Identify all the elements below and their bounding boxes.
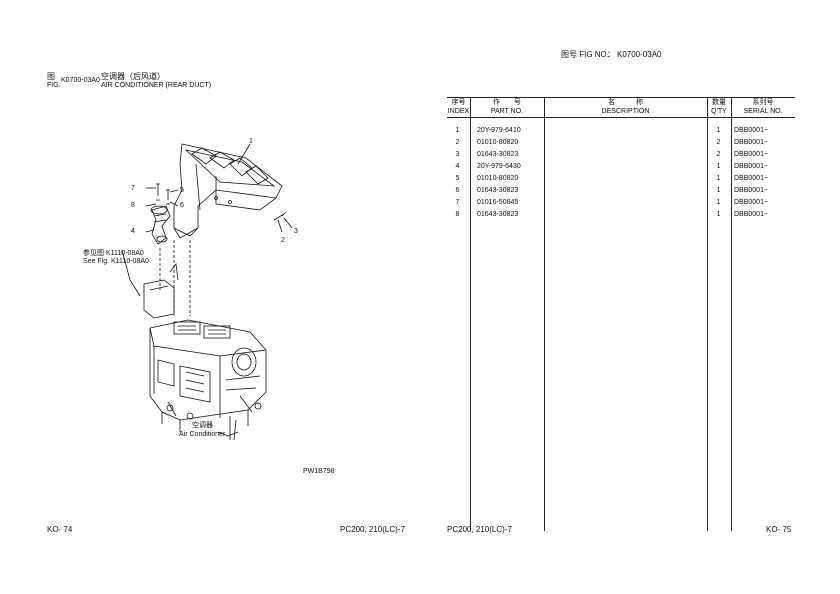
header-qty-cn: 数量	[712, 99, 726, 106]
bracket-part	[121, 249, 179, 319]
reference-note-cn: 参见图 K1110-08A0	[83, 250, 144, 257]
row-part-no: 01643-30823	[477, 187, 519, 194]
row-qty: 1	[716, 187, 721, 194]
row-index: 8	[455, 211, 460, 218]
unit-label-cn: 空调器	[192, 422, 213, 429]
header-desc-cn: 名 称	[608, 99, 643, 106]
callout-2: 2	[281, 237, 285, 244]
callout-8: 8	[131, 202, 135, 209]
drawing-code: PW1B798	[303, 468, 335, 475]
row-qty: 1	[716, 163, 721, 170]
row-part-no: 01643-30823	[477, 151, 519, 158]
row-part-no: 01643-30823	[477, 211, 519, 218]
left-page-model: PC200, 210(LC)-7	[340, 525, 405, 534]
callout-3: 3	[294, 228, 298, 235]
table-row: 801643-30823垫圈..........................…	[447, 209, 795, 221]
fig-no-value: K0700-03A0	[617, 50, 662, 59]
figure-title-cn: 空调器（后风道）	[101, 72, 165, 81]
header-desc-en: DESCRIPTION	[601, 108, 650, 115]
table-top-rule	[447, 97, 795, 98]
row-qty: 1	[716, 199, 721, 206]
callout-1: 1	[249, 138, 253, 145]
row-index: 2	[455, 139, 460, 146]
header-bottom-rule	[447, 117, 795, 118]
header-part-en: PART NO.	[490, 108, 524, 115]
table-row: 701016-50845螺栓..........................…	[447, 197, 795, 209]
row-serial: DBB0001~	[734, 151, 769, 158]
small-duct-part	[150, 205, 171, 245]
row-index: 4	[455, 163, 460, 170]
header-index-cn: 序号	[451, 99, 466, 106]
parts-table: 序号 INDEX 作 号 PART NO. 名 称 DESCRIPTION 数量…	[447, 97, 795, 531]
column-divider	[544, 97, 545, 531]
row-qty: 1	[716, 211, 721, 218]
row-qty: 1	[716, 127, 721, 134]
row-serial: DBB0001~	[734, 127, 769, 134]
column-divider	[731, 97, 732, 531]
header-index-en: INDEX	[447, 108, 470, 115]
left-page-number: KO- 74	[47, 525, 73, 534]
row-index: 7	[455, 199, 460, 206]
header-serial-cn: 系列号	[752, 99, 774, 106]
reference-note-en: See Fig. K1110-08A0	[83, 258, 149, 265]
figure-title-en: AIR CONDITIONER (REAR DUCT)	[101, 82, 212, 89]
callout-6: 6	[180, 202, 184, 209]
row-part-no: 01010-80820	[477, 175, 519, 182]
row-serial: DBB0001~	[734, 187, 769, 194]
table-row: 601643-30823垫圈..........................…	[447, 185, 795, 197]
header-part-cn: 作 号	[493, 99, 521, 106]
row-serial: DBB0001~	[734, 139, 769, 146]
row-serial: DBB0001~	[734, 211, 769, 218]
row-serial: DBB0001~	[734, 163, 769, 170]
row-part-no: 20Y-979-6430	[477, 163, 521, 170]
fig-no-label: 图号 FIG NO.	[561, 50, 609, 59]
exploded-view-drawing	[121, 143, 293, 441]
column-divider	[470, 97, 471, 531]
row-serial: DBB0001~	[734, 199, 769, 206]
air-conditioner-unit	[149, 319, 267, 441]
row-qty: 1	[716, 175, 721, 182]
table-row: 420Y-979-6430风道.........................…	[447, 161, 795, 173]
callout-5: 5	[180, 187, 184, 194]
table-row: 201010-80820螺栓..........................…	[447, 137, 795, 149]
table-row: 501010-80820螺栓..........................…	[447, 173, 795, 185]
row-part-no: 01010-80820	[477, 139, 519, 146]
callout-7: 7	[131, 185, 135, 192]
header-serial-en: SERIAL NO.	[743, 108, 783, 115]
row-serial: DBB0001~	[734, 175, 769, 182]
row-index: 3	[455, 151, 460, 158]
row-part-no: 20Y-979-6410	[477, 127, 521, 134]
row-index: 1	[455, 127, 460, 134]
right-page-number: KO- 75	[766, 525, 792, 534]
row-index: 5	[455, 175, 460, 182]
fig-label-cn: 图	[47, 72, 55, 81]
table-row: 120Y-979-6410风道.........................…	[447, 125, 795, 137]
fig-label-en: FIG.	[47, 82, 61, 89]
table-row: 301643-30823垫圈..........................…	[447, 149, 795, 161]
row-part-no: 01016-50845	[477, 199, 519, 206]
row-index: 6	[455, 187, 460, 194]
fig-number: K0700-03A0	[61, 77, 100, 84]
rear-duct-part	[173, 143, 283, 239]
row-qty: 2	[716, 139, 721, 146]
row-qty: 2	[716, 151, 721, 158]
column-divider	[707, 97, 708, 531]
fig-no-separator: ：	[607, 50, 615, 59]
callout-4: 4	[131, 228, 135, 235]
unit-label-en: Air Conditioner	[179, 431, 226, 438]
header-qty-en: Q'TY	[711, 108, 727, 115]
right-page-model: PC200, 210(LC)-7	[447, 525, 512, 534]
